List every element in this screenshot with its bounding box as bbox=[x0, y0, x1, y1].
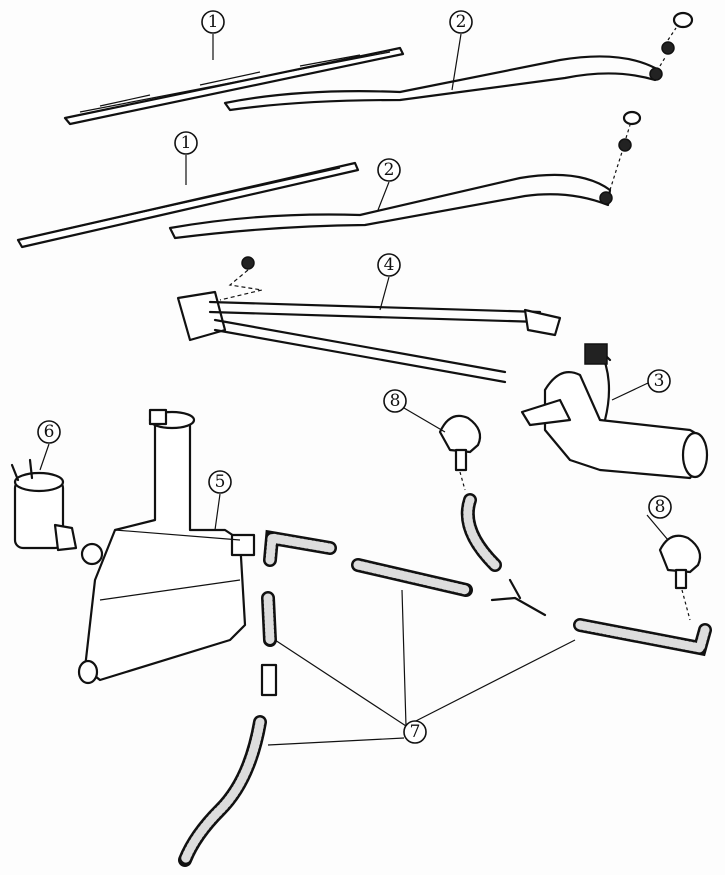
svg-text:3: 3 bbox=[654, 371, 665, 391]
callout-4: 4 bbox=[377, 253, 401, 277]
callout-7: 7 bbox=[403, 720, 427, 744]
wiper-arm-lower bbox=[168, 110, 642, 240]
svg-text:8: 8 bbox=[655, 497, 666, 517]
wiper-blade-lower bbox=[16, 161, 360, 249]
svg-text:1: 1 bbox=[181, 133, 192, 153]
callout-5: 5 bbox=[208, 470, 232, 494]
svg-text:4: 4 bbox=[384, 255, 395, 275]
svg-text:6: 6 bbox=[44, 422, 55, 442]
svg-text:5: 5 bbox=[215, 472, 226, 492]
callout-3: 3 bbox=[647, 369, 671, 393]
washer-pump bbox=[10, 458, 104, 566]
wiper-arm-upper bbox=[223, 11, 694, 112]
svg-text:1: 1 bbox=[208, 12, 219, 32]
washer-reservoir bbox=[77, 408, 256, 685]
callout-2-upper: 2 bbox=[449, 10, 473, 34]
washer-hoses bbox=[178, 471, 712, 867]
wiper-linkage bbox=[176, 256, 562, 384]
leader-lines bbox=[39, 33, 669, 746]
washer-nozzle-right bbox=[658, 534, 702, 621]
callout-8-left: 8 bbox=[383, 389, 407, 413]
svg-text:2: 2 bbox=[456, 12, 467, 32]
svg-text:8: 8 bbox=[390, 391, 401, 411]
washer-nozzle-left bbox=[438, 414, 482, 472]
svg-text:7: 7 bbox=[410, 722, 421, 742]
callout-1-upper: 1 bbox=[201, 10, 225, 34]
callout-8-right: 8 bbox=[648, 495, 672, 519]
callout-2-lower: 2 bbox=[377, 158, 401, 182]
svg-text:2: 2 bbox=[384, 160, 395, 180]
callout-6: 6 bbox=[37, 420, 61, 444]
wiper-blade-upper bbox=[63, 46, 405, 126]
wiper-motor bbox=[520, 343, 709, 480]
callout-1-lower: 1 bbox=[174, 131, 198, 155]
